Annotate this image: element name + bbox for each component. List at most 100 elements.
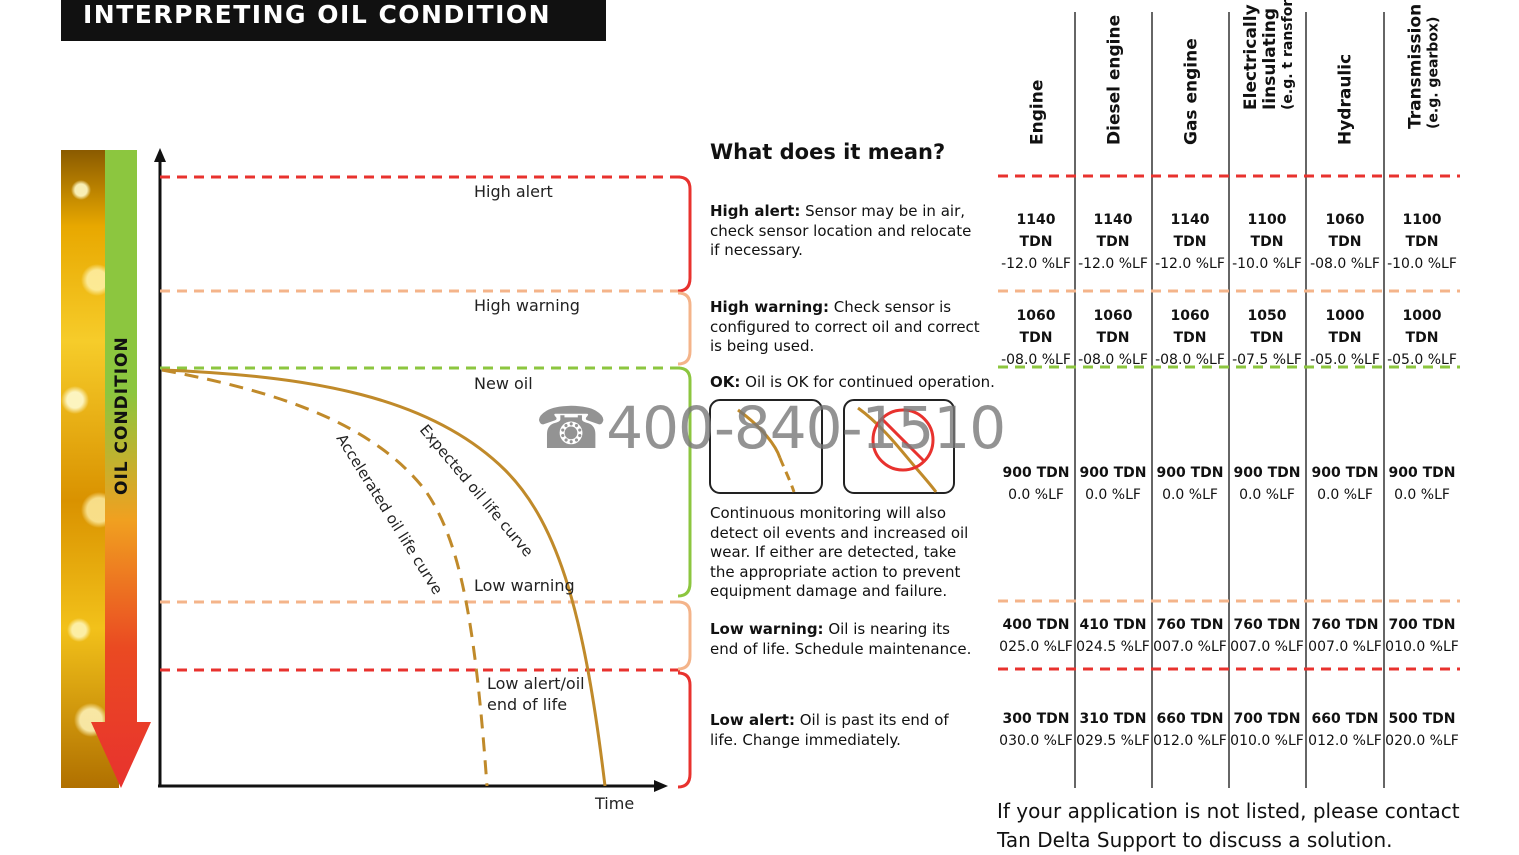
oil-condition-arrow: OIL CONDITION (91, 150, 151, 788)
accelerated-curve-label: Accelerated oil life curve (333, 431, 447, 598)
tdn-value: 310 TDN (1079, 711, 1147, 727)
table-cell: 1140 TDN -12.0 %LF (1152, 209, 1228, 275)
table-cell: 1100 TDN-10.0 %LF (1384, 209, 1460, 275)
lf-value: 007.0 %LF (1308, 639, 1382, 655)
tdn-value: 1060 TDN (1325, 212, 1365, 250)
zone-label-low-warning: Low warning (474, 576, 575, 595)
lf-value: -10.0 %LF (1232, 256, 1302, 272)
illustration-1-curve-solid (737, 408, 782, 459)
table-cell: 660 TDN 012.0 %LF (1307, 708, 1383, 752)
tdn-value: 900 TDN (1079, 465, 1147, 481)
event-highlight-circle (871, 408, 935, 472)
tdn-value: 1060 TDN (1093, 308, 1133, 346)
lf-value: -08.0 %LF (1001, 352, 1071, 368)
zone-label-low-alert-1: Low alert/oil (487, 674, 585, 693)
zone-label-high-alert: High alert (474, 182, 553, 201)
tdn-value: 660 TDN (1311, 711, 1379, 727)
column-header-diesel-text: Diesel engine (1104, 14, 1125, 145)
lf-value: -12.0 %LF (1155, 256, 1225, 272)
lf-value: 012.0 %LF (1308, 733, 1382, 749)
table-cell: 900 TDN 0.0 %LF (1152, 462, 1228, 506)
lf-value: 0.0 %LF (1394, 487, 1450, 503)
tdn-value: 1140 TDN (1093, 212, 1133, 250)
table-cell: 1060 TDN -08.0 %LF (1307, 209, 1383, 275)
desc-low-warning: Low warning: Oil is nearing its end of l… (710, 620, 978, 659)
desc-high-alert-text: Sensor may be in air, check sensor locat… (710, 202, 972, 259)
phone-watermark: ☎400-840-1510 (535, 394, 1006, 462)
desc-high-warning-text: Check sensor is configured to correct oi… (710, 298, 980, 355)
threshold-table-grid (998, 12, 1460, 788)
desc-low-warning-label: Low warning: (710, 620, 824, 638)
table-cell: 1060 TDN -08.0 %LF (1075, 305, 1151, 371)
lf-value: 0.0 %LF (1317, 487, 1373, 503)
column-header-insulating-text: Iinsulating (1260, 8, 1280, 110)
table-cell: 1060 TDN -08.0 %LF (998, 305, 1074, 371)
table-cell: 1000 TDN-05.0 %LF (1307, 305, 1383, 371)
desc-high-alert: High alert: Sensor may be in air, check … (710, 202, 982, 261)
lf-value: -12.0 %LF (1001, 256, 1071, 272)
accelerated-oil-life-curve (161, 368, 489, 787)
lf-value: 0.0 %LF (1162, 487, 1218, 503)
lf-value: 0.0 %LF (1239, 487, 1295, 503)
lf-value: -07.5 %LF (1232, 352, 1302, 368)
lf-value: 007.0 %LF (1153, 639, 1227, 655)
expected-curve-label: Expected oil life curve (416, 421, 537, 560)
column-header-transformer-sub: (e.g. t ransformer) (1280, 0, 1296, 110)
tdn-value: 500 TDN (1388, 711, 1456, 727)
column-header-transmission-text: Transmission (1405, 3, 1426, 129)
illustration-1-curve-dashed (778, 457, 796, 493)
zone-label-high-warning: High warning (474, 296, 580, 315)
table-cell: 1140 TDN-12.0 %LF (1075, 209, 1151, 275)
expected-oil-life-curve (161, 368, 607, 787)
tdn-value: 1140 TDN (1170, 212, 1210, 250)
tdn-value: 760 TDN (1311, 617, 1379, 633)
column-header-hydraulic-text: Hydraulic (1335, 53, 1356, 145)
zone-label-new-oil: New oil (474, 374, 533, 393)
y-axis-arrowhead (154, 148, 166, 162)
desc-high-warning: High warning: Check sensor is configured… (710, 298, 982, 357)
lf-value: 0.0 %LF (1085, 487, 1141, 503)
illustration-box-1 (709, 399, 823, 494)
table-cell: 1140 TDN-12.0 %LF (998, 209, 1074, 275)
column-header-gas-text: Gas engine (1181, 38, 1202, 145)
tdn-value: 900 TDN (1388, 465, 1456, 481)
column-header-electrically-text: Electrically (1241, 4, 1261, 110)
table-cell: 1000 TDN-05.0 %LF (1384, 305, 1460, 371)
tdn-value: 760 TDN (1233, 617, 1301, 633)
lf-value: -05.0 %LF (1387, 352, 1457, 368)
desc-high-alert-label: High alert: (710, 202, 801, 220)
bracket-low-warning (677, 600, 692, 671)
desc-high-warning-label: High warning: (710, 298, 829, 316)
table-cell: 900 TDN 0.0 %LF (1075, 462, 1151, 506)
tdn-value: 1100 TDN (1402, 212, 1442, 250)
bracket-ok (677, 366, 692, 598)
tdn-value: 300 TDN (1002, 711, 1070, 727)
bracket-low-alert (677, 671, 692, 789)
desc-ok-text: Oil is OK for continued operation. (740, 373, 995, 391)
lf-value: 010.0 %LF (1385, 639, 1459, 655)
lf-value: 024.5 %LF (1076, 639, 1150, 655)
lf-value: 0.0 %LF (1008, 487, 1064, 503)
table-cell: 1050 TDN-07.5 %LF (1229, 305, 1305, 371)
zone-label-low-alert-2: end of life (487, 695, 567, 714)
monitoring-illustrations (709, 399, 955, 494)
column-separators (1074, 12, 1385, 788)
lf-value: 010.0 %LF (1230, 733, 1304, 749)
lf-value: -08.0 %LF (1078, 352, 1148, 368)
bracket-high-alert (677, 175, 692, 293)
event-highlight-slash (880, 417, 926, 463)
column-header-gas-engine: Gas engine (1155, 12, 1229, 164)
desc-monitoring: Continuous monitoring will also detect o… (710, 504, 969, 600)
tdn-value: 900 TDN (1156, 465, 1224, 481)
lf-value: -05.0 %LF (1310, 352, 1380, 368)
tdn-value: 760 TDN (1156, 617, 1224, 633)
lf-value: 007.0 %LF (1230, 639, 1304, 655)
tdn-value: 1060 TDN (1016, 308, 1056, 346)
lf-value: -08.0 %LF (1310, 256, 1380, 272)
